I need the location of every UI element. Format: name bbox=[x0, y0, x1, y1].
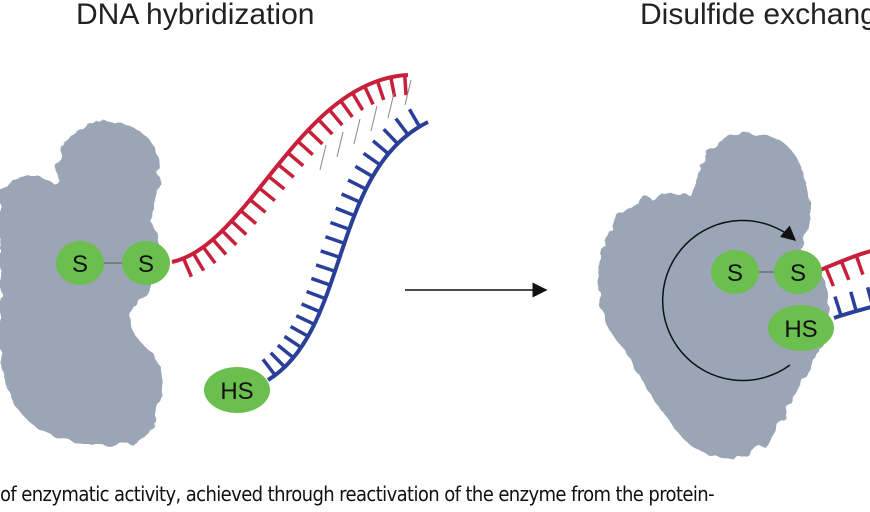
red-strand-base bbox=[191, 252, 206, 272]
red-strand-base bbox=[403, 75, 408, 96]
blue-strand-base bbox=[261, 358, 277, 377]
blue-strand-base bbox=[310, 276, 331, 287]
title-dna-hybridization: DNA hybridization bbox=[76, 0, 315, 31]
blue-strand-base bbox=[347, 178, 367, 191]
hybridization-arrow bbox=[353, 118, 361, 145]
hybridization-arrow bbox=[370, 105, 378, 132]
thiol-hs-right-label: HS bbox=[784, 316, 817, 343]
blue-strand-base bbox=[276, 343, 295, 360]
blue-strand-base bbox=[382, 127, 399, 145]
blue-strand-base bbox=[324, 235, 345, 245]
red-strand-base bbox=[211, 238, 228, 256]
red-strand-base bbox=[220, 229, 238, 247]
sulfur-4 bbox=[774, 250, 822, 294]
red-strand-base bbox=[350, 92, 365, 111]
blue-strand-base bbox=[340, 192, 361, 204]
red-strand-base bbox=[248, 198, 267, 214]
red-strand-base bbox=[258, 186, 277, 203]
red-strand-base bbox=[181, 257, 194, 278]
blue-strand-base bbox=[394, 117, 410, 136]
hybridization-arrow bbox=[336, 131, 344, 158]
red-strand-base bbox=[339, 99, 354, 119]
sulfur-2-label: S bbox=[138, 251, 154, 278]
thiol-hs-label: HS bbox=[220, 378, 253, 405]
circular-arrow bbox=[661, 219, 797, 382]
red-strand-base bbox=[277, 163, 295, 179]
thiol-hs bbox=[204, 367, 270, 413]
blue-strand-base bbox=[269, 351, 287, 369]
red-strand-base bbox=[375, 80, 386, 101]
hybridization-arrow bbox=[319, 144, 327, 171]
blue-strand-right-base bbox=[865, 286, 870, 304]
blue-strand-base bbox=[329, 220, 350, 231]
red-strand-base bbox=[296, 140, 314, 156]
red-strand-base bbox=[363, 85, 375, 106]
sulfur-4-label: S bbox=[790, 260, 806, 287]
red-strand-right-base bbox=[824, 266, 836, 287]
red-strand-right-backbone bbox=[819, 249, 870, 272]
sulfur-3-label: S bbox=[727, 260, 743, 287]
blue-strand-base bbox=[300, 302, 321, 314]
red-strand-base bbox=[201, 246, 217, 265]
red-strand-right-base bbox=[854, 255, 865, 276]
blue-strand-base bbox=[371, 139, 390, 156]
blue-strand-right-base bbox=[849, 291, 858, 312]
hybridization-arrow bbox=[387, 92, 395, 119]
thiol-hs-right bbox=[768, 305, 834, 351]
protein-right bbox=[598, 133, 831, 457]
blue-strand-base bbox=[362, 151, 382, 167]
title-disulfide-exchange: Disulfide exchange bbox=[640, 0, 870, 31]
blue-strand-base bbox=[305, 289, 326, 301]
sulfur-1-label: S bbox=[72, 251, 88, 278]
blue-strand-backbone bbox=[266, 120, 429, 382]
blue-strand-base bbox=[407, 108, 422, 128]
hybridization-arrow bbox=[404, 79, 412, 106]
red-strand-base bbox=[306, 128, 324, 146]
sulfur-1 bbox=[56, 241, 104, 285]
sulfur-3 bbox=[711, 250, 759, 294]
red-strand-base bbox=[267, 175, 286, 191]
blue-strand-base bbox=[354, 164, 374, 179]
blue-strand-base bbox=[315, 263, 336, 273]
red-strand-base bbox=[239, 209, 258, 225]
sulfur-2 bbox=[122, 241, 170, 285]
blue-strand-base bbox=[295, 314, 316, 326]
blue-strand-base bbox=[335, 206, 356, 218]
blue-strand-right-base bbox=[833, 296, 843, 317]
red-strand-base bbox=[317, 118, 334, 136]
red-strand-base bbox=[230, 219, 248, 236]
red-strand-right-base bbox=[839, 260, 851, 281]
figure-caption: of enzymatic activity, achieved through … bbox=[0, 482, 715, 506]
blue-strand-right-backbone bbox=[833, 305, 870, 320]
red-strand-base bbox=[286, 151, 305, 168]
blue-strand-base bbox=[289, 324, 309, 338]
blue-strand-base bbox=[283, 334, 303, 349]
red-strand-base bbox=[328, 108, 344, 127]
blue-strand-base bbox=[320, 249, 341, 259]
